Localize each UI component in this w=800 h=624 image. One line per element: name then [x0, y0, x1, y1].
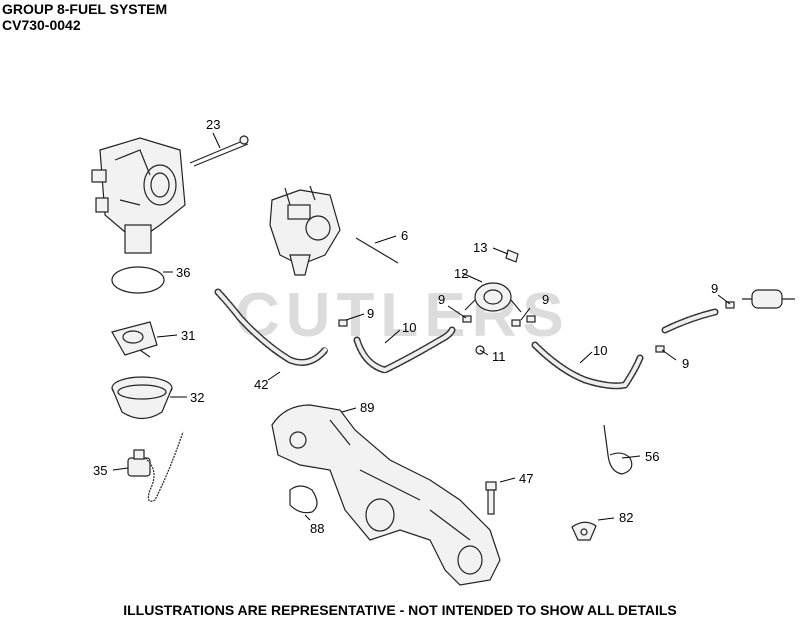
callout-9-filter: 9: [711, 281, 718, 296]
gasket-ring-part: [111, 266, 165, 294]
callout-35: 35: [93, 463, 107, 478]
fuel-solenoid-part: [127, 431, 184, 502]
callout-12: 12: [454, 266, 468, 281]
callout-32: 32: [190, 390, 204, 405]
clip-82-part: [571, 521, 597, 541]
callout-42: 42: [254, 377, 268, 392]
carburetor-assembly-part: [269, 185, 341, 276]
model-number: CV730-0042: [2, 17, 81, 33]
callout-89: 89: [360, 400, 374, 415]
callout-9-left: 9: [367, 306, 374, 321]
manifold-gasket-part: [289, 485, 318, 514]
callout-9-center: 9: [438, 292, 445, 307]
callout-36: 36: [176, 265, 190, 280]
diagram-title: GROUP 8-FUEL SYSTEM: [2, 1, 168, 17]
fuel-hose-part: [353, 326, 456, 374]
choke-shaft-part: [189, 135, 249, 167]
fuel-filter-part: [742, 289, 795, 309]
callout-47: 47: [519, 471, 533, 486]
callout-88: 88: [310, 521, 324, 536]
intake-manifold-part: [271, 404, 501, 586]
callout-9-right: 9: [542, 292, 549, 307]
hose-clamp-part: [338, 319, 348, 327]
hose-clamp-part: [725, 301, 735, 309]
cable-tie-part: [603, 424, 633, 475]
fuel-pump-part: [464, 282, 522, 313]
bolt-part: [485, 481, 497, 515]
callout-13: 13: [473, 240, 487, 255]
callout-56: 56: [645, 449, 659, 464]
callout-11: 11: [492, 349, 506, 364]
air-cleaner-cup-part: [111, 376, 173, 420]
carburetor-part: [91, 137, 186, 254]
callout-31: 31: [181, 328, 195, 343]
callout-23: 23: [206, 117, 220, 132]
hose-clamp-part: [462, 315, 472, 323]
stud-part: [355, 237, 399, 264]
fuel-line-part: [214, 288, 329, 366]
hose-clamp-part: [511, 319, 521, 327]
fuel-hose-part: [531, 341, 644, 390]
leader-lines: [112, 132, 731, 521]
callout-10-center: 10: [402, 320, 416, 335]
hose-clamp-part: [526, 315, 536, 323]
callout-6: 6: [401, 228, 408, 243]
clip-part: [505, 249, 519, 263]
filter-hose-part: [661, 308, 719, 334]
hose-clamp-part: [655, 345, 665, 353]
callout-82: 82: [619, 510, 633, 525]
disclaimer-footer: ILLUSTRATIONS ARE REPRESENTATIVE - NOT I…: [123, 602, 677, 618]
bracket-part: [111, 321, 158, 358]
callout-10-right: 10: [593, 343, 607, 358]
callout-9-far-right: 9: [682, 356, 689, 371]
